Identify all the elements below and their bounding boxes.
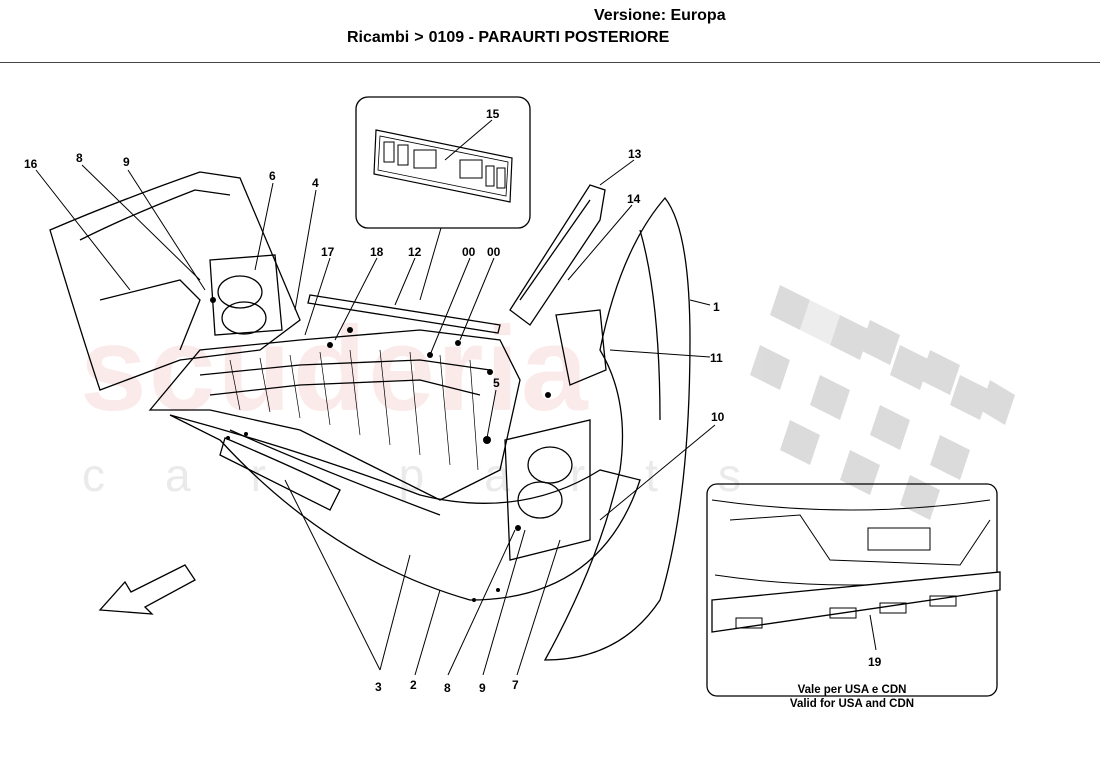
callout-00-b[interactable]: 00 <box>487 245 501 259</box>
note-english: Valid for USA and CDN <box>789 698 915 710</box>
callout-6[interactable]: 6 <box>269 169 276 183</box>
callout-8-bottom[interactable]: 8 <box>444 681 451 695</box>
callout-7[interactable]: 7 <box>512 678 519 692</box>
callout-18[interactable]: 18 <box>370 245 384 259</box>
fasteners <box>210 297 551 602</box>
rear-bumper-assembly <box>49 171 691 661</box>
header-divider <box>0 62 1100 63</box>
callout-1[interactable]: 1 <box>713 300 720 314</box>
callout-4[interactable]: 4 <box>312 176 319 190</box>
callout-12[interactable]: 12 <box>408 245 422 259</box>
version-label: Versione: Europa <box>594 7 726 24</box>
leader-lines <box>35 159 716 676</box>
note-italian: Vale per USA e CDN <box>797 684 907 696</box>
breadcrumb-separator: > <box>414 29 424 46</box>
callout-15[interactable]: 15 <box>486 107 500 121</box>
callout-5[interactable]: 5 <box>493 376 500 390</box>
callout-16[interactable]: 16 <box>24 157 38 171</box>
callout-2[interactable]: 2 <box>410 678 417 692</box>
callout-9-top[interactable]: 9 <box>123 155 130 169</box>
direction-arrow-icon <box>98 564 196 615</box>
inset-19-note: Vale per USA e CDN Valid for USA and CDN <box>707 683 997 711</box>
breadcrumb: Ricambi>0109 - PARAURTI POSTERIORE <box>347 29 669 47</box>
breadcrumb-current: 0109 - PARAURTI POSTERIORE <box>428 29 670 46</box>
callout-17[interactable]: 17 <box>321 245 335 259</box>
callout-11[interactable]: 11 <box>710 351 723 365</box>
parts-diagram: 16 8 9 6 4 17 18 12 15 00 00 5 13 14 1 1… <box>24 96 1015 697</box>
callout-8-top[interactable]: 8 <box>76 151 83 165</box>
page-header: Versione: Europa Ricambi>0109 - PARAURTI… <box>0 0 1100 64</box>
callout-3[interactable]: 3 <box>375 680 382 694</box>
callout-19[interactable]: 19 <box>868 655 882 669</box>
breadcrumb-root[interactable]: Ricambi <box>347 29 410 46</box>
callout-9-bottom[interactable]: 9 <box>479 681 486 695</box>
callout-14[interactable]: 14 <box>627 192 641 206</box>
checkered-flag-watermark <box>750 285 1015 520</box>
inset-19-box <box>706 483 1001 697</box>
inset-15-box <box>355 96 531 301</box>
callout-00-a[interactable]: 00 <box>462 245 476 259</box>
callout-10[interactable]: 10 <box>711 410 725 424</box>
callout-13[interactable]: 13 <box>628 147 642 161</box>
